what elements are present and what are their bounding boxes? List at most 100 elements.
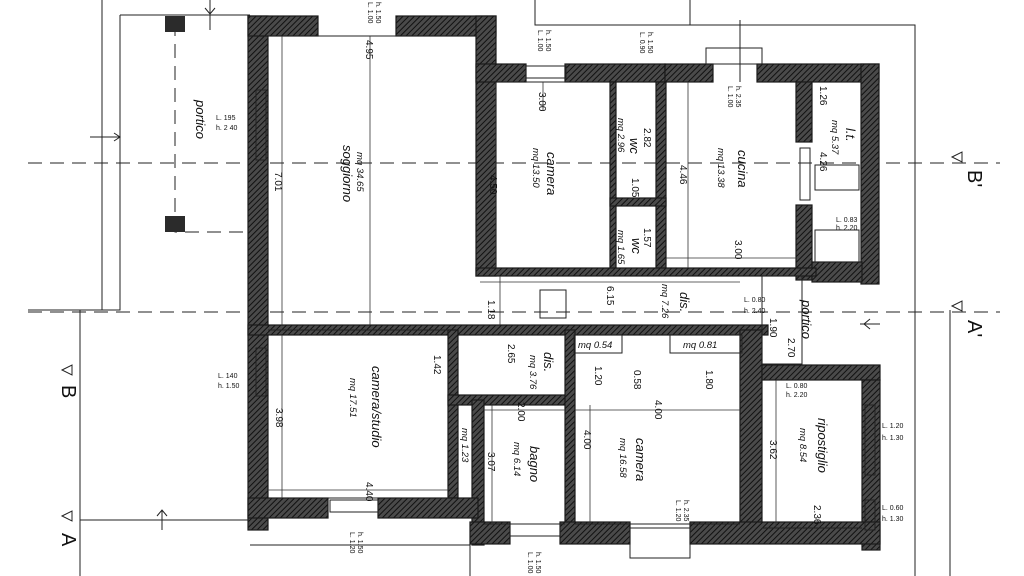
dim-label: 4.00 xyxy=(581,430,592,450)
room-area-dis-2: mq 3.76 xyxy=(527,355,538,390)
opening-label: L. 1.20 xyxy=(674,500,681,522)
dim-label: 4.95 xyxy=(363,40,374,60)
opening-label: h. 2.20 xyxy=(836,225,858,232)
room-name-wc-2: wc xyxy=(629,238,644,254)
opening-label: h. 2 40 xyxy=(216,125,238,132)
opening-label: L. 1.20 xyxy=(348,532,355,554)
section-markers: B' A' B A xyxy=(57,151,985,547)
reference-lines xyxy=(28,0,951,576)
room-name-lt: l.t. xyxy=(843,128,858,142)
dim-label: 3.00 xyxy=(536,92,547,112)
opening-label: L. 140 xyxy=(218,373,238,380)
room-name-ripostiglio: ripostiglio xyxy=(815,418,830,473)
opening-label: L. 1.20 xyxy=(882,423,904,430)
room-name-dis-2: dis. xyxy=(541,352,556,372)
dim-label: 4.46 xyxy=(677,165,688,185)
section-label-b-right: B' xyxy=(963,170,985,187)
opening-label: h. 2.20 xyxy=(786,392,808,399)
room-name-portico-right: portico xyxy=(799,299,814,339)
opening-label: h. 1.50 xyxy=(534,552,541,574)
opening-label: L. 0.83 xyxy=(836,217,858,224)
dim-label: 4.50 xyxy=(487,175,498,195)
room-area-bagno: mq 6.14 xyxy=(511,442,522,476)
dim-label: 1.42 xyxy=(431,355,442,375)
dim-label: 7.01 xyxy=(272,172,283,192)
dim-label: 0.58 xyxy=(631,370,642,390)
dim-label: 4.40 xyxy=(363,482,374,502)
room-name-camera-2: camera xyxy=(633,438,648,481)
room-name-portico-left: portico xyxy=(193,99,208,139)
opening-label: L. 1.00 xyxy=(526,552,533,574)
dim-label: 1.80 xyxy=(703,370,714,390)
walls xyxy=(247,15,881,551)
dim-label: 2.70 xyxy=(785,338,796,358)
opening-label: h. 2.35 xyxy=(734,86,741,108)
dim-label: 4.26 xyxy=(817,152,828,172)
dim-label: 1.90 xyxy=(767,318,778,338)
dim-label: 2.36 xyxy=(811,505,822,525)
opening-label: h. 1.50 xyxy=(356,532,363,554)
dim-label: 3.98 xyxy=(273,408,284,428)
dim-label: 1.05 xyxy=(629,178,640,198)
room-area-ripostiglio: mq 8.54 xyxy=(797,428,808,462)
opening-label: L. 0.80 xyxy=(744,297,766,304)
room-name-cucina: cucina xyxy=(735,150,750,188)
opening-label: L. 1.00 xyxy=(536,30,543,52)
section-label-b-left: B xyxy=(57,385,79,398)
dim-label: 3.07 xyxy=(485,452,496,472)
dim-label: 1.57 xyxy=(641,228,652,248)
portico-left-outline xyxy=(165,0,250,233)
section-label-a-right: A' xyxy=(963,320,985,337)
dim-label: 1.20 xyxy=(592,366,603,386)
dim-label: 2.65 xyxy=(505,344,516,364)
room-area-lt: mq 5.37 xyxy=(829,120,840,155)
room-name-camera-studio: camera/studio xyxy=(369,366,384,448)
room-name-camera-1: camera xyxy=(544,152,559,195)
dim-label: 6.15 xyxy=(604,286,615,306)
opening-label: L. 0.60 xyxy=(882,505,904,512)
room-name-soggiorno: soggiorno xyxy=(340,145,355,202)
room-area-closet-1: mq 1.23 xyxy=(459,428,470,463)
dim-label: 2.00 xyxy=(515,402,526,422)
opening-label: h. 1.30 xyxy=(882,516,904,523)
room-area-closet-2: mq 0.54 xyxy=(578,340,612,351)
opening-label: h. 1.50 xyxy=(646,32,653,54)
room-area-closet-3: mq 0.81 xyxy=(683,340,717,351)
room-area-corridor: mq 7.26 xyxy=(659,284,670,319)
dim-label: 4.00 xyxy=(652,400,663,420)
opening-label: h. 1.30 xyxy=(882,435,904,442)
section-label-a-left: A xyxy=(57,533,79,547)
room-area-camera-studio: mq 17.51 xyxy=(347,378,358,418)
room-area-camera-1: mq 13.50 xyxy=(530,148,541,188)
opening-label: L. 1.00 xyxy=(726,86,733,108)
opening-labels: L. 1.00 h. 1.50 L. 1.00 h. 1.50 L. 0.90 … xyxy=(218,2,904,574)
entrance-arrows xyxy=(90,7,880,530)
opening-label: L. 195 xyxy=(216,115,236,122)
opening-label: h. 1.50 xyxy=(544,30,551,52)
opening-label: L. 0.80 xyxy=(786,383,808,390)
room-name-wc-1: wc xyxy=(627,138,642,154)
room-area-wc-2: mq 1.65 xyxy=(615,230,626,265)
room-area-soggiorno: mq 34.65 xyxy=(354,152,365,192)
room-area-cucina: mq 13.38 xyxy=(715,148,726,188)
section-lines xyxy=(28,162,1000,313)
room-name-corridor: dis. xyxy=(677,292,692,312)
room-labels: portico L. 195 h. 2 40 soggiorno mq 34.6… xyxy=(193,40,858,525)
opening-label: h. 2.35 xyxy=(682,500,689,522)
room-area-wc-1: mq 2.96 xyxy=(615,118,626,153)
opening-label: h. 2.40 xyxy=(744,308,766,315)
opening-label: h. 1.50 xyxy=(218,383,240,390)
dim-label: 3.62 xyxy=(767,440,778,460)
opening-label: L. 0.90 xyxy=(638,32,645,54)
dim-label: 1.18 xyxy=(485,300,496,320)
opening-label: h. 1.50 xyxy=(374,2,381,24)
dim-label: 1.26 xyxy=(817,86,828,106)
dimension-lines xyxy=(268,36,796,528)
room-area-camera-2: mq 16.58 xyxy=(617,438,628,478)
room-name-bagno: bagno xyxy=(527,446,542,482)
opening-label: L. 1.00 xyxy=(366,2,373,24)
dim-label: 3.00 xyxy=(732,240,743,260)
interior-lines xyxy=(255,20,876,559)
dim-label: 2.82 xyxy=(641,128,652,148)
